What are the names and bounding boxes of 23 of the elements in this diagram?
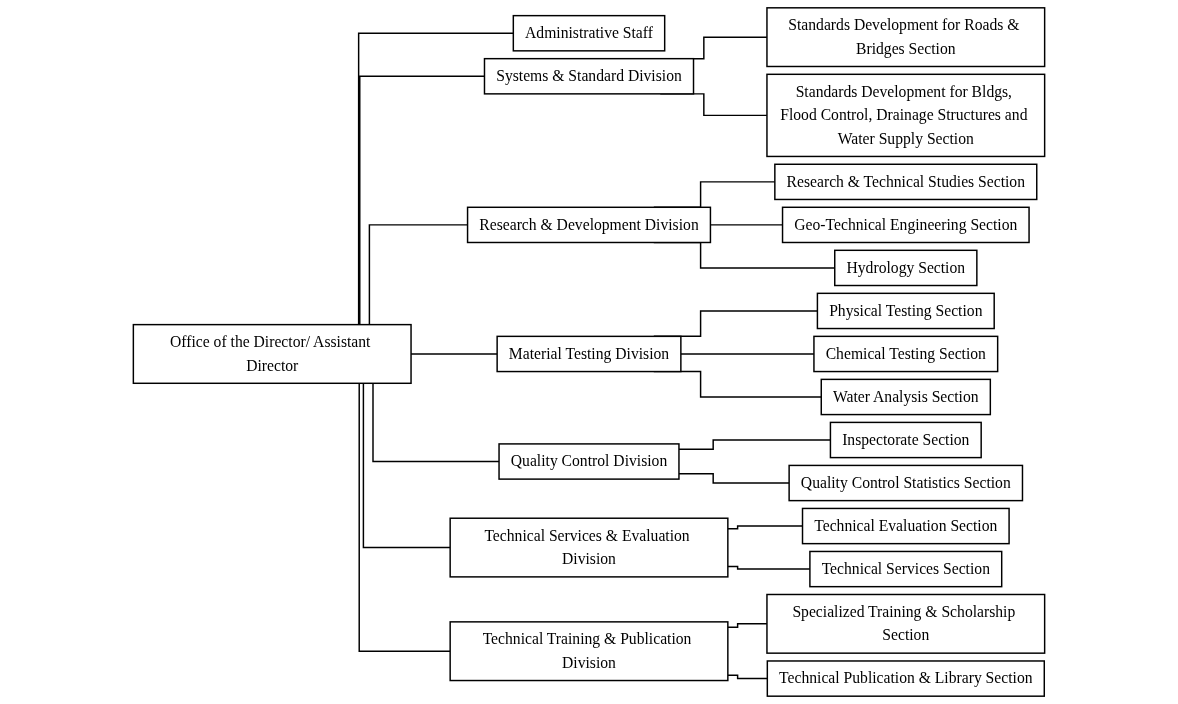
node-box: Physical Testing Section [816, 292, 995, 330]
node-box: Research & Technical Studies Section [774, 163, 1038, 201]
node-box: Geo-Technical Engineering Section [781, 206, 1030, 244]
node-box: Technical Publication & Library Section [766, 660, 1045, 697]
node-box: Quality Control Statistics Section [788, 464, 1024, 502]
node-box: Standards Development for Bldgs, Flood Control, Drainage Structures and Water Supply Section [766, 73, 1046, 158]
connector [678, 473, 790, 484]
node-box: Inspectorate Section [829, 421, 982, 459]
node-box: Administrative Staff [512, 14, 666, 52]
node-box: Material Testing Division [496, 335, 682, 373]
node-box: Technical Services Section [809, 550, 1003, 588]
node-box: Standards Development for Roads & Bridges Section [766, 7, 1046, 68]
node-box: Water Analysis Section [820, 378, 992, 416]
node-box: Technical Training & Publication Division [449, 621, 729, 682]
node-box: Office of the Director/ Assistant Director [132, 323, 412, 385]
node-box: Technical Evaluation Section [801, 507, 1010, 545]
node-box: Quality Control Division [498, 443, 680, 480]
node-box: Research & Development Division [466, 206, 712, 244]
node-box: Chemical Testing Section [813, 335, 999, 373]
node-box: Technical Services & Evaluation Division [449, 517, 729, 578]
node-box: Hydrology Section [834, 249, 978, 287]
node-box: Specialized Training & Scholarship Section [766, 593, 1046, 654]
node-box: Systems & Standard Division [483, 57, 695, 95]
